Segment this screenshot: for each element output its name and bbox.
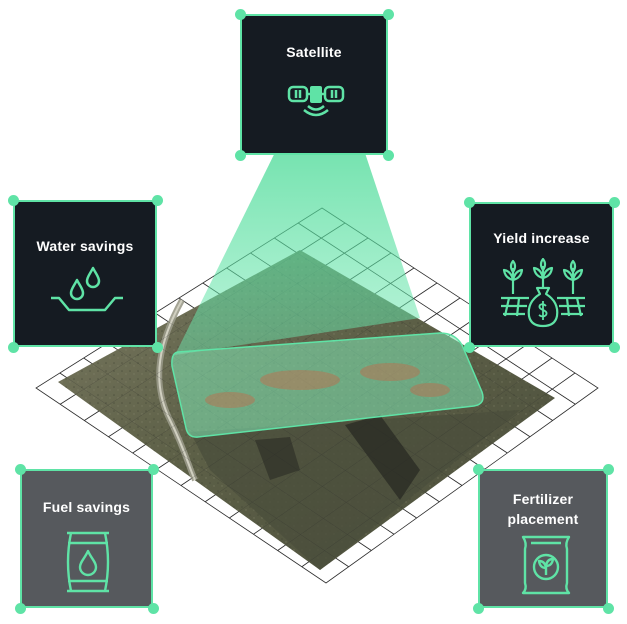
grid-line xyxy=(301,372,576,567)
corner-dot xyxy=(602,463,614,475)
corner-dot xyxy=(14,602,26,614)
fuel-savings-label: Fuel savings xyxy=(42,499,131,515)
corner-dot xyxy=(151,194,163,206)
corner-dot xyxy=(608,196,620,208)
corner-dot xyxy=(151,341,163,353)
corner-dot xyxy=(463,341,475,353)
water-savings-card: Water savings xyxy=(13,200,157,347)
corner-dot xyxy=(234,149,246,161)
corner-dot xyxy=(234,8,246,20)
corner-dot xyxy=(7,194,19,206)
corner-dot xyxy=(608,341,620,353)
grid-line xyxy=(83,357,372,551)
fertilizer-bag-icon xyxy=(521,535,571,595)
corner-dot xyxy=(7,341,19,353)
grid-line xyxy=(59,372,349,567)
water-savings-label: Water savings xyxy=(36,238,134,254)
yield-increase-label: Yield increase xyxy=(493,230,590,246)
corner-dot xyxy=(147,463,159,475)
satellite-beam xyxy=(175,108,420,355)
corner-dot xyxy=(14,463,26,475)
grid-line xyxy=(277,357,553,551)
fuel-savings-card: Fuel savings xyxy=(20,469,153,608)
soil-variability-patches xyxy=(205,363,450,408)
corner-dot xyxy=(602,602,614,614)
corner-dot xyxy=(382,149,394,161)
fertilizer-label-line2: placement xyxy=(507,511,579,527)
satellite-card-label: Satellite xyxy=(286,44,342,60)
corner-dot xyxy=(382,8,394,20)
corner-dot xyxy=(463,196,475,208)
grid-line xyxy=(253,342,530,535)
water-drops-icon xyxy=(51,266,123,312)
highlighted-field-area xyxy=(171,332,484,438)
yield-increase-card: Yield increase xyxy=(469,202,614,347)
grid-line xyxy=(107,342,395,535)
crops-money-bag-icon xyxy=(501,258,585,328)
satellite-icon xyxy=(287,85,345,117)
fuel-barrel-icon xyxy=(66,531,110,593)
corner-dot xyxy=(472,602,484,614)
fertilizer-label-line1: Fertilizer xyxy=(512,491,574,507)
corner-dot xyxy=(147,602,159,614)
corner-dot xyxy=(472,463,484,475)
fertilizer-placement-card: Fertilizer placement xyxy=(478,469,608,608)
satellite-card: Satellite xyxy=(240,14,388,155)
